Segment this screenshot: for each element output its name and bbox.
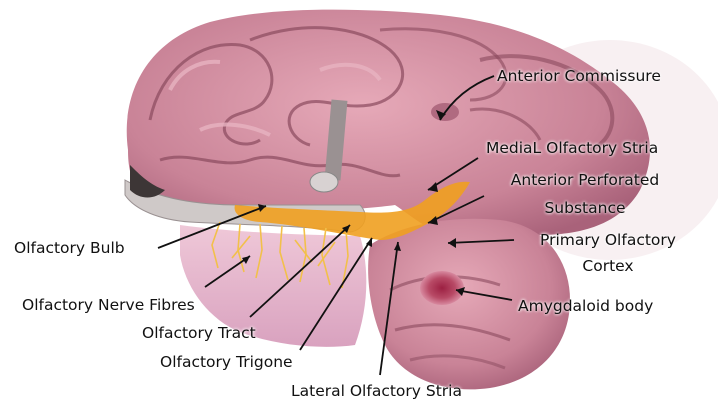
amygdala-shape (420, 271, 464, 305)
label-anterior-perforated-substance-line2: Substance (490, 199, 680, 218)
label-anterior-commissure: Anterior Commissure (497, 67, 661, 86)
label-primary-olfactory-cortex-line2: Cortex (518, 257, 698, 276)
label-olfactory-bulb: Olfactory Bulb (14, 239, 125, 258)
label-olfactory-trigone: Olfactory Trigone (160, 353, 293, 372)
label-amygdaloid-body: Amygdaloid body (518, 297, 653, 316)
label-anterior-perforated-substance-line1: Anterior Perforated (490, 171, 680, 190)
label-lateral-olfactory-stria: Lateral Olfactory Stria (291, 382, 462, 401)
label-olfactory-nerve-fibres: Olfactory Nerve Fibres (22, 296, 195, 315)
label-olfactory-tract: Olfactory Tract (142, 324, 256, 343)
label-primary-olfactory-cortex-line1: Primary Olfactory (518, 231, 698, 250)
label-medial-olfactory-stria: MediaL Olfactory Stria (486, 139, 658, 158)
